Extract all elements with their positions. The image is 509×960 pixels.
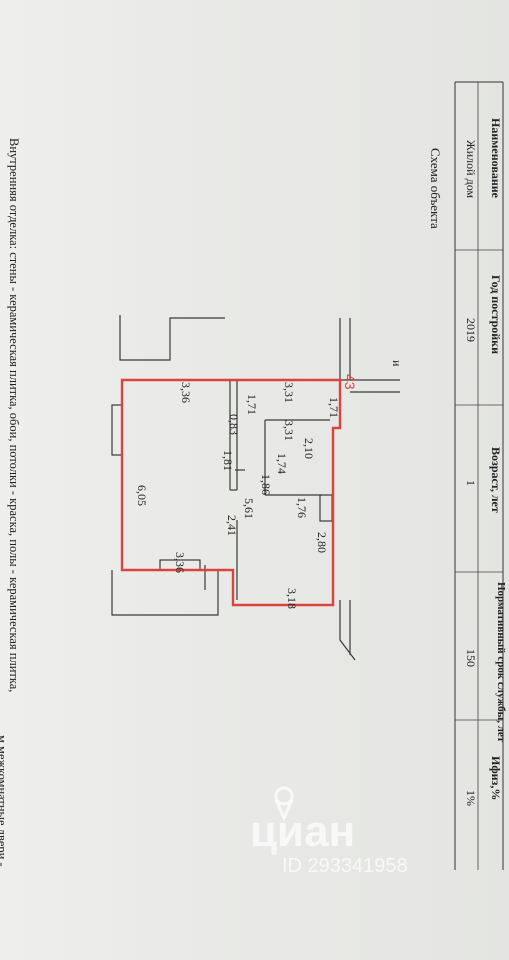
dim-bottom-right: 3,18 xyxy=(285,588,299,609)
plan-window-1 xyxy=(111,404,123,456)
header-name: Наименование xyxy=(489,118,503,199)
apartment-outline xyxy=(120,378,342,607)
dim-hall-small: 1,71 xyxy=(245,394,259,415)
header-age: Возраст, лет xyxy=(489,447,503,513)
plan-wall-bottom xyxy=(111,570,219,616)
dim-083: 0,83 xyxy=(227,414,241,435)
dim-181: 1,81 xyxy=(221,450,235,471)
unit-number: 43 xyxy=(342,374,358,390)
plan-wall-stub xyxy=(350,379,400,393)
dim-186: 1,86 xyxy=(259,474,273,495)
footer-text-2: м межкомнатные двери - xyxy=(0,735,9,867)
dim-605: 6,05 xyxy=(135,485,149,506)
dim-280: 2,80 xyxy=(315,532,329,553)
cell-wear: 1% xyxy=(464,790,478,806)
cell-year: 2019 xyxy=(464,318,478,342)
cell-age: 1 xyxy=(464,480,478,486)
header-service: Нормативный срок службы, лет xyxy=(495,582,507,743)
plan-vent xyxy=(319,494,333,522)
location-pin-icon xyxy=(274,786,294,806)
header-year: Год постройки xyxy=(489,275,503,354)
dim-176: 1,76 xyxy=(295,497,309,518)
plan-wall-lower xyxy=(339,600,356,661)
info-table: Наименование Год постройки Возраст, лет … xyxy=(454,81,507,870)
scheme-title: Схема объекта xyxy=(428,148,443,229)
cian-watermark: циан ID 293341958 xyxy=(250,786,408,877)
dim-inner-small: 2,10 xyxy=(302,438,316,459)
north-mark: и xyxy=(390,360,404,367)
dim-inner-top: 3,31 xyxy=(282,420,296,441)
dim-241: 2,41 xyxy=(225,515,239,536)
dim-top-right: 1,71 xyxy=(327,397,341,418)
floor-plan xyxy=(111,315,400,661)
watermark-id: ID 293341958 xyxy=(282,855,408,877)
plan-wall-outer-left xyxy=(119,315,225,361)
cell-name: Жилой дом xyxy=(464,140,478,198)
footer-text: Внутренняя отделка: стены - керамическая… xyxy=(7,138,21,692)
dim-174: 1,74 xyxy=(275,453,289,474)
cell-service: 150 xyxy=(464,649,478,667)
dim-561: 5,61 xyxy=(242,498,256,519)
dim-top-mid: 3,31 xyxy=(282,382,296,403)
watermark-brand: циан xyxy=(250,807,355,856)
dim-top-left: 3,36 xyxy=(179,382,193,403)
dim-bottom-left: 3,36 xyxy=(173,552,187,573)
plan-wall-outer-right xyxy=(339,318,351,381)
header-wear: Ифиз,% xyxy=(489,756,503,800)
